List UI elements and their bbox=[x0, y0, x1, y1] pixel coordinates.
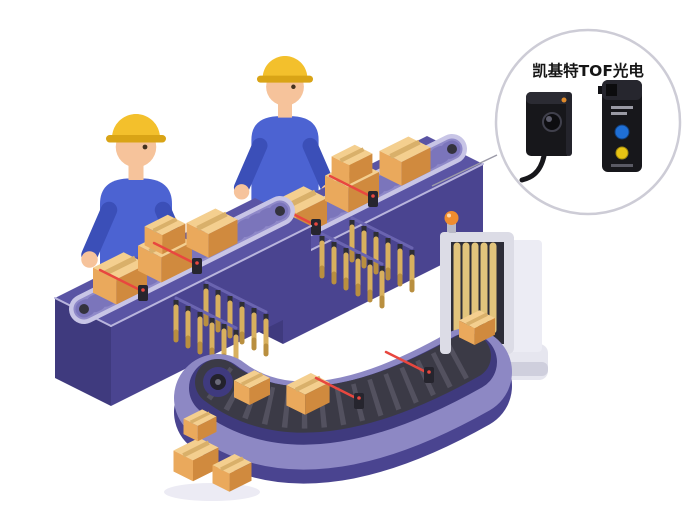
gate-front-pillar bbox=[440, 232, 451, 354]
hanging-rods-right bbox=[322, 216, 412, 306]
sensor-device-photoelectric bbox=[519, 92, 572, 183]
blue-button-icon bbox=[614, 124, 630, 140]
belt-roller-icon bbox=[275, 206, 285, 216]
sensor-lens-icon bbox=[542, 112, 562, 132]
sensor-cable bbox=[519, 153, 547, 183]
curved-conveyor bbox=[203, 356, 468, 440]
belt-roller-icon bbox=[447, 144, 457, 154]
belt-roller-icon bbox=[79, 304, 89, 314]
beacon-light-icon bbox=[444, 211, 459, 233]
callout-bubble: 凯基特TOF光电 bbox=[431, 28, 682, 216]
sensor-lens-icon bbox=[606, 84, 617, 96]
belt-end-roller-icon bbox=[203, 367, 233, 397]
hanging-rods-left bbox=[176, 280, 266, 370]
callout-connector-line bbox=[431, 154, 498, 187]
indicator-led-icon bbox=[561, 97, 567, 103]
sensor-device-amplifier bbox=[598, 80, 642, 172]
yellow-button-icon bbox=[615, 146, 629, 160]
stacked-boxes bbox=[164, 407, 260, 501]
callout-label: 凯基特TOF光电 bbox=[532, 61, 644, 80]
